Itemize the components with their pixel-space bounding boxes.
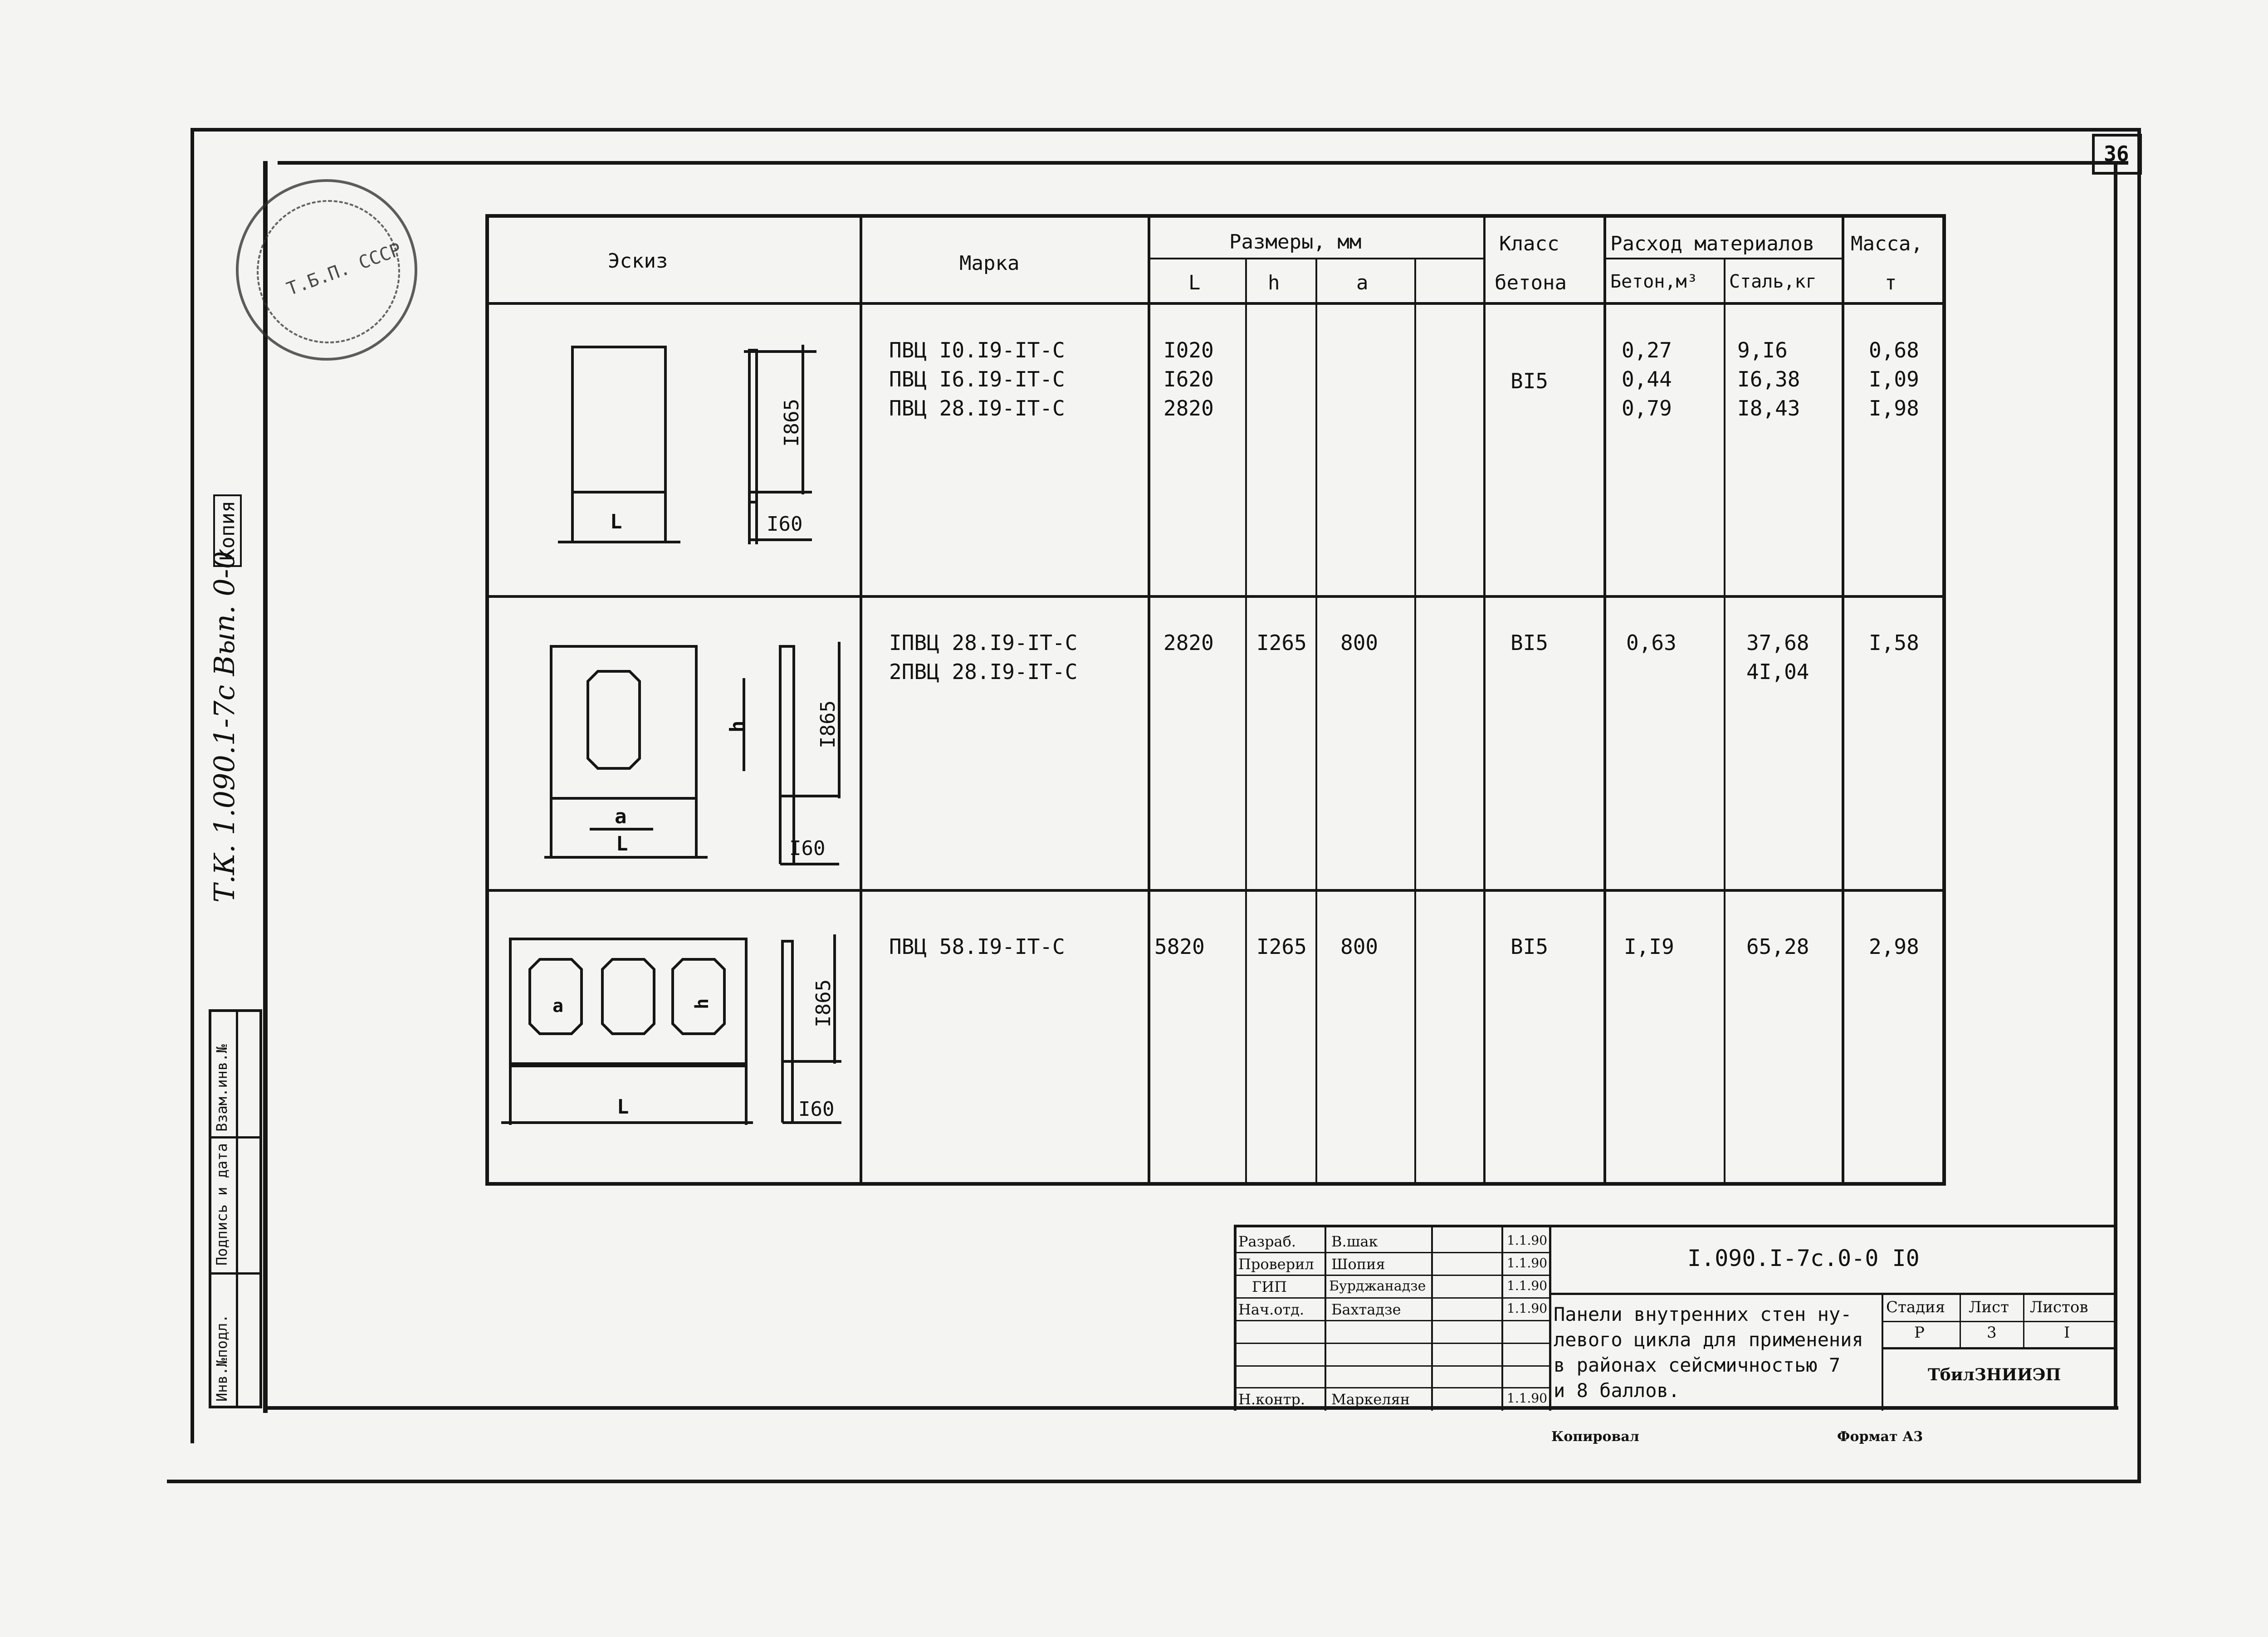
row2-mass: I,58 — [1869, 630, 1919, 655]
sketch-2-L-label: L — [616, 832, 628, 855]
row3-mass: 2,98 — [1869, 934, 1919, 959]
inner-frame-bottom — [263, 1406, 2118, 1410]
sheets-label: Листов — [2030, 1298, 2088, 1316]
col-dimensions-header: Размеры, мм — [1229, 230, 1362, 254]
role-2: Проверил — [1238, 1256, 1314, 1273]
sheet-value: 3 — [1987, 1324, 1997, 1342]
sketch-3-height-label: I865 — [812, 979, 835, 1027]
stage-value: Р — [1914, 1324, 1925, 1342]
col-class-header-top: Класс — [1499, 232, 1559, 255]
sheet-label: Лист — [1969, 1298, 2009, 1316]
sketch-3-panel — [501, 938, 753, 1125]
side-stamp-box — [209, 1009, 262, 1408]
name-3: Бурджанадзе — [1329, 1278, 1426, 1294]
sheets-value: I — [2064, 1324, 2070, 1342]
date-1: 1.1.90 — [1507, 1233, 1548, 1248]
col-materials-header: Расход материалов — [1610, 232, 1815, 255]
sketch-2-side — [779, 642, 841, 865]
sketch-1-side — [744, 345, 816, 544]
name-2: Шопия — [1331, 1256, 1385, 1273]
sketch-2-h-label: h — [726, 720, 749, 733]
sketch-3-L-label: L — [617, 1095, 629, 1119]
sketch-3-a-label: a — [552, 996, 564, 1016]
inner-frame-left — [263, 161, 268, 1413]
row3-concrete: I,I9 — [1624, 934, 1674, 959]
col-class-header-bottom: бетона — [1495, 271, 1567, 294]
col-sketch-header: Эскиз — [608, 249, 668, 273]
row1-class: BI5 — [1510, 369, 1549, 393]
sketch-2-panel — [544, 645, 745, 859]
outer-frame-top — [191, 128, 2141, 132]
row2-L: 2820 — [1163, 630, 1214, 655]
row2-steel: 37,68 4I,04 — [1746, 630, 1809, 684]
outer-frame-bottom — [167, 1480, 2137, 1483]
round-seal: Т.Б.П. СССР — [236, 179, 417, 361]
inner-frame-top — [278, 161, 2128, 165]
row2-concrete: 0,63 — [1626, 630, 1677, 655]
sheet-number-box — [2092, 134, 2142, 175]
date-4: 1.1.90 — [1507, 1301, 1548, 1316]
col-L-header: L — [1188, 271, 1201, 294]
col-mark-header: Марка — [959, 252, 1020, 275]
row3-class: BI5 — [1510, 934, 1549, 959]
row2-marks: IПВЦ 28.I9-IТ-С 2ПВЦ 28.I9-IТ-С — [889, 630, 1078, 684]
col-mass-header-top: Масса, — [1851, 232, 1923, 255]
footer-copied: Копировал — [1551, 1429, 1639, 1445]
sketch-1-L-label: L — [610, 510, 622, 533]
col-steel-header: Сталь,кг — [1729, 271, 1817, 292]
sketch-1-panel — [558, 346, 680, 543]
footer-format: Формат А3 — [1837, 1429, 1923, 1445]
row3-L: 5820 — [1154, 934, 1205, 959]
col-h-header: h — [1268, 271, 1280, 294]
role-4: Нач.отд. — [1238, 1301, 1305, 1318]
row3-a: 800 — [1340, 934, 1378, 959]
inner-frame-right — [2114, 161, 2117, 1408]
name-4: Бахтадзе — [1331, 1301, 1401, 1318]
row3-steel: 65,28 — [1746, 934, 1809, 959]
name-7: Маркелян — [1331, 1391, 1410, 1408]
sketch-3-thickness-label: I60 — [798, 1098, 835, 1121]
name-1: В.шак — [1331, 1233, 1378, 1250]
date-3: 1.1.90 — [1507, 1278, 1548, 1293]
outer-frame-right — [2137, 128, 2141, 1483]
row2-a: 800 — [1340, 630, 1378, 655]
date-2: 1.1.90 — [1507, 1256, 1548, 1271]
sketch-3-h-label: h — [692, 998, 713, 1009]
role-1: Разраб. — [1238, 1233, 1296, 1250]
role-7: Н.контр. — [1238, 1391, 1305, 1408]
col-a-header: a — [1356, 271, 1369, 294]
col-mass-header-bottom: т — [1885, 271, 1897, 294]
col-concrete-header: Бетон,м³ — [1610, 271, 1698, 292]
document-code: I.090.I-7с.0-0 I0 — [1687, 1245, 1920, 1271]
row2-class: BI5 — [1510, 630, 1549, 655]
row1-mass: 0,68 I,09 I,98 — [1869, 338, 1919, 420]
sheet-number: 36 — [2104, 142, 2129, 166]
row1-steel: 9,I6 I6,38 I8,43 — [1737, 338, 1800, 420]
row1-L: I020 I620 2820 — [1163, 338, 1214, 420]
sketch-1-thickness-label: I60 — [767, 513, 803, 536]
row2-h: I265 — [1256, 630, 1307, 655]
outer-frame-left — [191, 128, 194, 1443]
sketch-1-height-label: I865 — [780, 399, 803, 447]
sketch-2-height-label: I865 — [816, 700, 840, 748]
row1-marks: ПВЦ I0.I9-IТ-С ПВЦ I6.I9-IТ-С ПВЦ 28.I9-… — [889, 338, 1065, 420]
row3-marks: ПВЦ 58.I9-IТ-С — [889, 934, 1065, 959]
sketch-2-a-label: a — [615, 805, 627, 828]
stage-label: Стадия — [1886, 1298, 1945, 1316]
document-description: Панели внутренних стен ну- левого цикла … — [1554, 1303, 1863, 1402]
sketch-3-side — [781, 934, 841, 1124]
date-7: 1.1.90 — [1507, 1391, 1548, 1406]
row1-concrete: 0,27 0,44 0,79 — [1622, 338, 1672, 420]
organization: ТбилЗНИИЭП — [1928, 1365, 2061, 1384]
sketch-2-thickness-label: I60 — [789, 837, 826, 860]
role-3: ГИП — [1252, 1278, 1287, 1295]
row3-h: I265 — [1256, 934, 1307, 959]
